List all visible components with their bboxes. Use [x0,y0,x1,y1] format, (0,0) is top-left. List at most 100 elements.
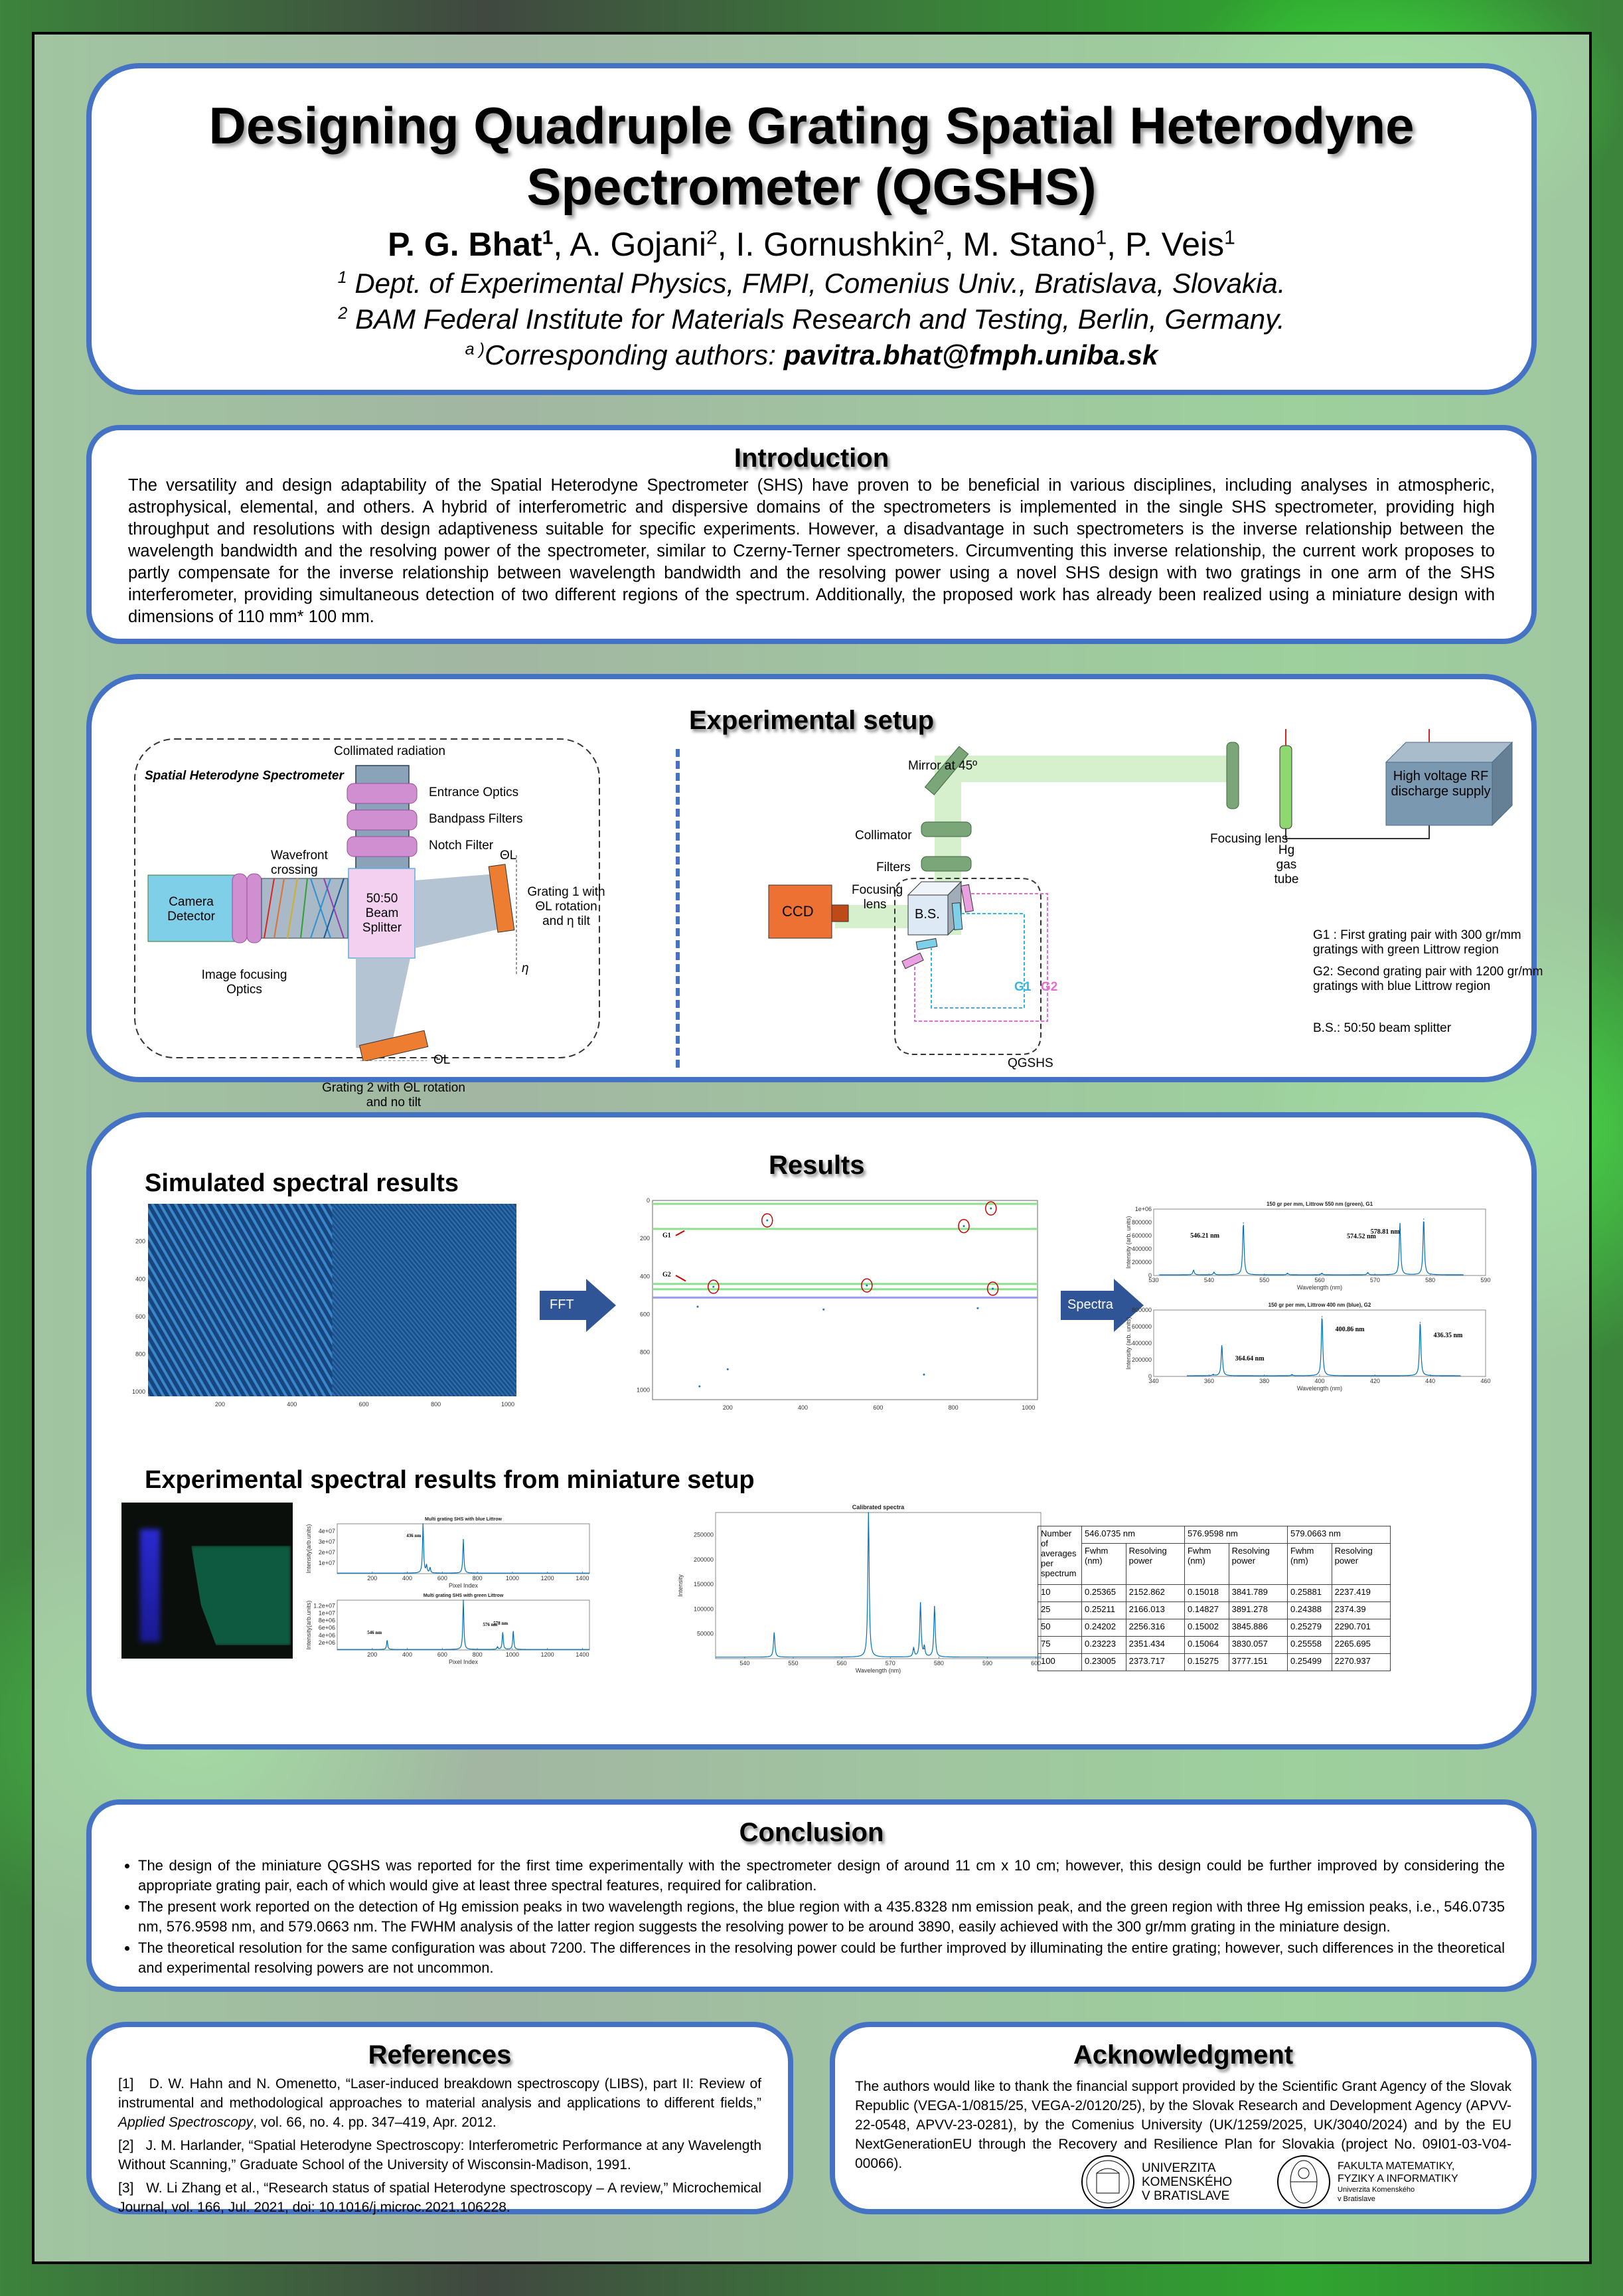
y-tick-label: 50000 [697,1631,714,1637]
table-cell: 25 [1038,1601,1082,1619]
theta-label: ΘL [500,849,517,862]
chart-title: Multi grating SHS with green Littrow [424,1594,504,1598]
table-subheader: Resolving power [1228,1543,1288,1585]
spectrum-line [1159,1221,1464,1275]
sim-blue-chart: 150 gr per mm, Littrow 400 nm (blue), G2… [1125,1302,1491,1392]
entrance-optics-icon [347,783,418,804]
x-tick-label: 570 [886,1660,895,1667]
camera-image [121,1503,293,1659]
y-tick-label: 200 [135,1238,145,1245]
x-tick-label: 360 [1204,1378,1214,1384]
logo2-subline: v Bratislave [1338,2195,1375,2203]
camera-label: Camera Detector [167,895,215,924]
ccd-label: CCD [782,903,814,920]
peak-circle [761,1213,773,1228]
table-corner: Number of averages per spectrum [1038,1526,1082,1585]
author: P. G. Bhat1 [388,226,554,263]
x-tick-label: 560 [1314,1277,1324,1283]
fmph-faculty-logo: FAKULTA MATEMATIKY, FYZIKY A INFORMATIKY… [1276,2155,1458,2209]
results-panel: Results Simulated spectral results Exper… [86,1112,1537,1750]
plot-area [715,1512,1042,1659]
table-cell: 2265.695 [1331,1636,1391,1654]
y-tick-label: 400000 [1132,1246,1152,1252]
x-tick-label: 800 [473,1575,483,1582]
fft-peak [712,1285,715,1288]
conclusion-item: The theoretical resolution for the same … [138,1938,1505,1978]
peak-point [1367,1272,1369,1274]
peak-circle [861,1278,873,1293]
table-cell: 3891.278 [1228,1601,1288,1619]
y-tick-label: 800 [640,1349,650,1356]
logo2-subline: Univerzita Komenského [1338,2186,1415,2194]
table-cell: 0.25365 [1081,1584,1126,1602]
references-panel: References [1] D. W. Hahn and N. Omenett… [86,2022,793,2215]
x-tick-label: 400 [402,1575,412,1582]
camera-detector [147,874,235,942]
peak-point [422,1523,424,1524]
corresponding-email[interactable]: pavitra.bhat@fmph.uniba.sk [783,339,1158,370]
x-tick-label: 1000 [501,1401,514,1408]
y-axis-label: Intensity (arb. units) [1125,1317,1132,1369]
plot-area [1153,1309,1486,1377]
y-axis-label: Intensity(arb.units) [305,1600,312,1649]
results-heading: Results [769,1151,865,1180]
shs-title: Spatial Heterodyne Spectrometer [145,769,344,783]
table-cell: 2374.39 [1331,1601,1391,1619]
y-tick-label: 100000 [694,1605,714,1612]
ccd-lens-icon [831,904,849,922]
table-cell: 0.14827 [1184,1601,1229,1619]
table-cell: 2256.316 [1125,1619,1185,1637]
table-cell: 3841.789 [1228,1584,1288,1602]
peak-label: 578.81 nm [1371,1228,1401,1236]
x-tick-label: 600 [359,1401,369,1408]
wavefront-crossing-lines [264,878,345,939]
g1-grating-icon [915,938,938,951]
g1-path [931,913,1025,1009]
fft-point [923,1373,925,1376]
notch-label: Notch Filter [429,839,494,853]
table-cell: 2373.717 [1125,1653,1185,1671]
peak-label: 436.35 nm [1433,1332,1463,1339]
table-cell: 100 [1038,1653,1082,1671]
table-cell: 2270.937 [1331,1653,1391,1671]
y-tick-label: 800000 [1132,1219,1152,1226]
table-cell: 0.24202 [1081,1619,1126,1637]
filters-label: Filters [876,861,911,874]
chart-title: Multi grating SHS with blue Littrow [425,1517,502,1522]
peak-point [1321,1316,1323,1317]
y-tick-label: 600 [135,1313,145,1320]
references-heading: References [368,2040,512,2070]
peak-point [429,1568,431,1569]
table-cell: 3845.886 [1228,1619,1288,1637]
introduction-heading: Introduction [734,444,889,473]
x-tick-label: 580 [934,1660,944,1667]
y-tick-label: 0 [1148,1373,1152,1380]
conclusion-list: The design of the miniature QGSHS was re… [118,1856,1505,1978]
hg-tube-icon [1279,745,1292,829]
comenius-university-logo: UNIVERZITA KOMENSKÉHO V BRATISLAVE [1081,2155,1232,2209]
table-cell: 0.23223 [1081,1636,1126,1654]
g1-arrow [675,1230,685,1236]
interferogram-left [148,1204,333,1396]
chart-title: 150 gr per mm, Littrow 400 nm (blue), G2 [1269,1302,1371,1308]
x-axis-label: Wavelength (nm) [1297,1284,1342,1291]
filter-icon [921,856,972,872]
peak-point [1193,1270,1194,1271]
x-tick-label: 1200 [541,1651,554,1658]
x-tick-label: 530 [1148,1277,1158,1283]
x-tick-label: 590 [1480,1277,1490,1283]
peak-label: 546 nm [367,1630,382,1635]
focusing-lens-label: Focusing lens [1210,832,1288,846]
peak-point [425,1566,427,1567]
collimator-label: Collimator [855,829,912,843]
legend-g2: G2: Second grating pair with 1200 gr/mm … [1313,965,1543,993]
peak-point [463,1539,464,1540]
peak-point [934,1606,935,1608]
green-beam [935,756,1233,782]
conclusion-item: The present work reported on the detecti… [138,1897,1505,1937]
collimated-label: Collimated radiation [334,744,445,758]
corresponding-author: a )Corresponding authors: pavitra.bhat@f… [465,339,1158,370]
plot-area [652,1200,1038,1400]
x-tick-label: 380 [1259,1378,1269,1384]
